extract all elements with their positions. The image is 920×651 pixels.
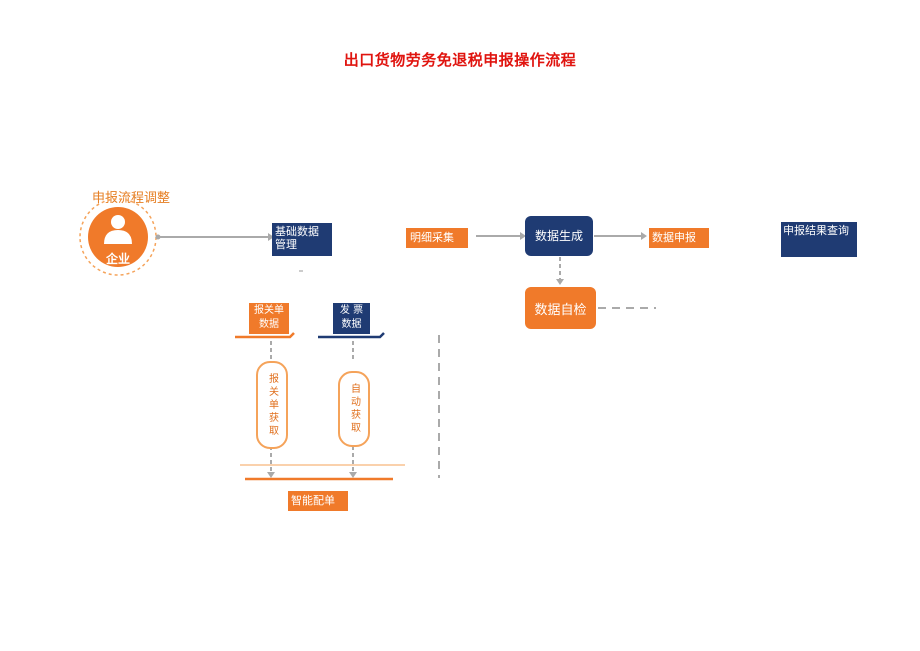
enterprise-label: 企业 xyxy=(105,252,130,266)
pill-auto-fetch: 自动获取 xyxy=(338,371,370,447)
node-invoice-data: 发 票 数据 xyxy=(333,303,370,334)
diagram-subtitle: 申报流程调整 xyxy=(92,191,171,206)
node-data-declare: 数据申报 xyxy=(649,228,709,248)
node-data-generate: 数据生成 xyxy=(525,216,593,256)
node-self-check: 数据自检 xyxy=(525,287,596,329)
node-result-query: 申报结果查询 xyxy=(781,222,857,257)
node-customs-data: 报关单 数据 xyxy=(249,303,289,334)
node-detail-collect: 明细采集 xyxy=(406,228,468,248)
pill-customs-fetch: 报关单获取 xyxy=(256,361,288,449)
node-smart-match: 智能配单 xyxy=(288,491,348,511)
node-basic-data: 基础数据 管理 xyxy=(272,223,332,256)
page-title: 出口货物劳务免退税申报操作流程 xyxy=(343,51,577,69)
person-icon xyxy=(104,215,132,244)
